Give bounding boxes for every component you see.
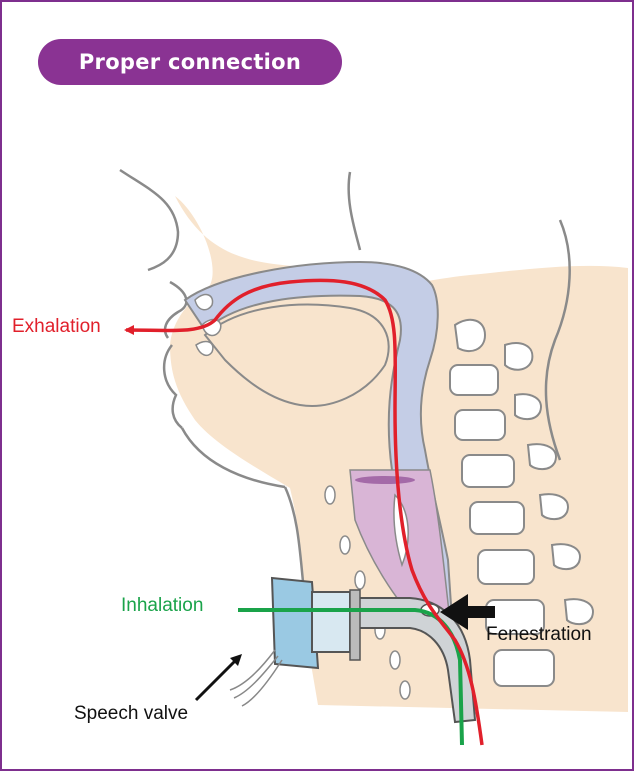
vocal-cords (355, 476, 415, 484)
back-head-outline (349, 172, 360, 250)
valve-cap (312, 592, 350, 652)
forehead-nose-outline (120, 170, 178, 270)
speech-valve-label: Speech valve (74, 703, 188, 725)
speech-valve-arrow-icon (196, 654, 242, 700)
neck-flange (350, 590, 360, 660)
exhalation-label: Exhalation (12, 316, 101, 338)
fenestration-label: Fenestration (486, 624, 592, 646)
inhalation-label: Inhalation (121, 595, 203, 617)
